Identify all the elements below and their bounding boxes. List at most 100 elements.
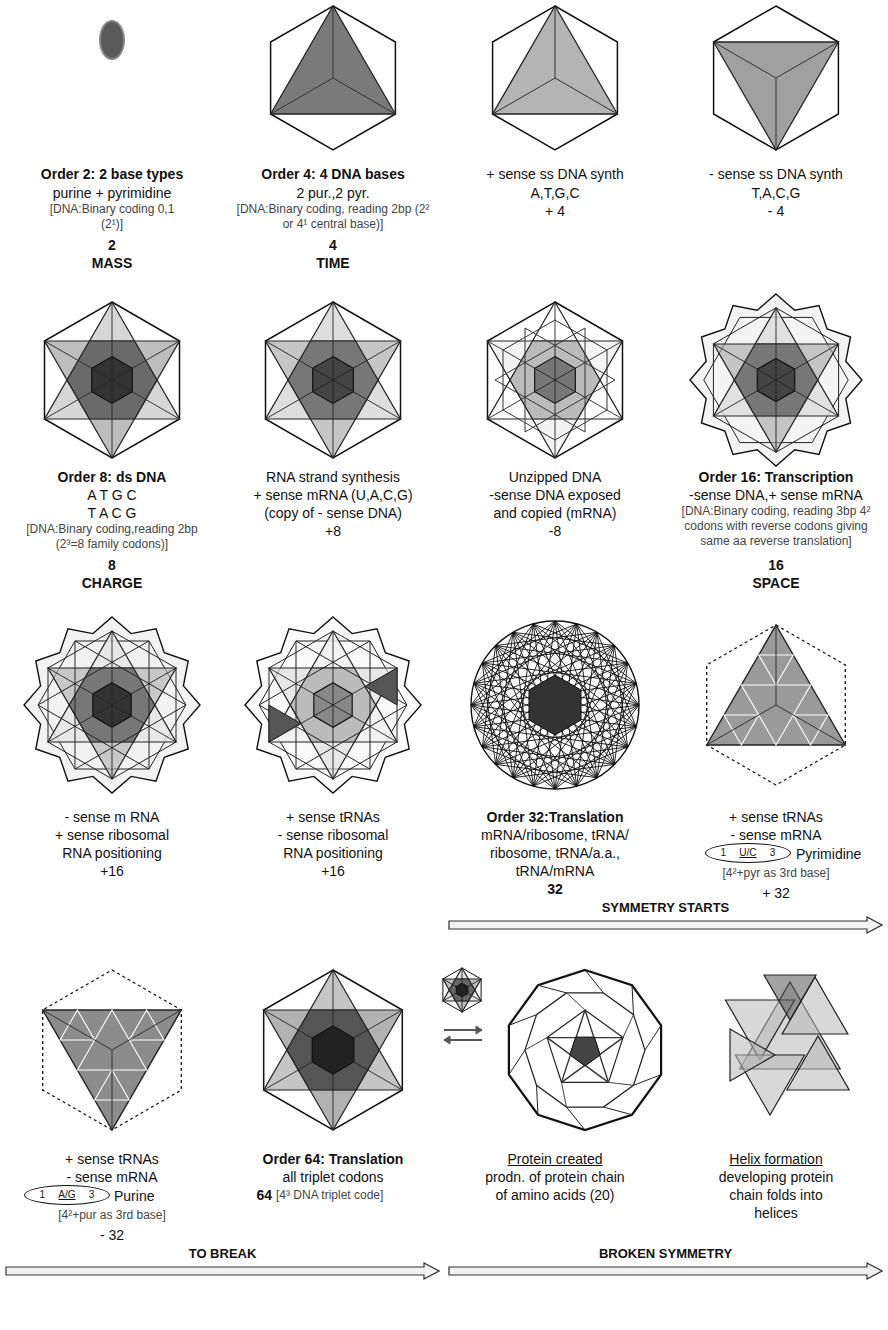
figure-line: [43, 1010, 112, 1050]
block-arrow-outline: [449, 1263, 882, 1279]
figure-face: [60, 1010, 95, 1040]
codon-text: U/C: [739, 847, 756, 859]
heading-text: CHARGE: [62, 574, 162, 592]
figure-face: [503, 320, 607, 440]
figure-face: [787, 1036, 849, 1090]
figure-line: [585, 970, 604, 993]
caption-text: ribosome, tRNA/a.a.,: [450, 844, 660, 862]
figure-face: [707, 625, 846, 785]
figure-line: [645, 1025, 661, 1050]
caption-text: + sense tRNAs: [671, 808, 881, 826]
figure-face: [271, 6, 396, 150]
caption-text: T A C G: [7, 504, 217, 522]
caption-text: Pyrimidine: [796, 845, 880, 863]
figure-line: [632, 985, 634, 1014]
figure-line: [555, 78, 617, 114]
note-text: [4³ DNA triplet code]: [276, 1188, 436, 1203]
note-text: [DNA:Binary coding 0,1 (2¹)]: [50, 202, 175, 232]
figure-line: [714, 344, 839, 416]
caption-text: purine + pyrimidine: [7, 184, 217, 202]
heading-text: 8: [92, 556, 132, 574]
figure-line: [496, 632, 597, 764]
figure-line: [443, 979, 481, 1001]
caption-text: chain folds into: [671, 1186, 881, 1204]
figure-line: [443, 979, 481, 1001]
codon-oval: 1U/C3: [705, 843, 791, 863]
figure-line: [714, 42, 776, 78]
caption-text: T,A,C,G: [671, 184, 881, 202]
figure-face: [476, 1026, 482, 1034]
figure-face: [724, 715, 759, 745]
caption-text: 2 pur.,2 pyr.: [228, 184, 438, 202]
figure-line: [509, 1015, 537, 1026]
heading-text: Order 2: 2 base types: [7, 165, 217, 183]
caption-text: -sense DNA,+ sense mRNA: [671, 486, 881, 504]
block-arrow-band: BROKEN SYMMETRY: [448, 1246, 883, 1282]
figure-line: [776, 78, 777, 150]
figure-face: [296, 641, 407, 769]
heading-text: 2: [92, 236, 132, 254]
figure-line: [45, 341, 180, 419]
caption-text: Purine: [114, 1187, 194, 1205]
figure-line: [538, 985, 567, 993]
note-text: [DNA:Binary coding,reading 2bp (2³=8 fam…: [12, 522, 212, 552]
caption-text: - sense mRNA: [671, 826, 881, 844]
caption-text: + sense tRNAs: [7, 1150, 217, 1168]
heading-text: Order 32:Translation: [450, 808, 660, 826]
figure-line: [264, 1010, 403, 1090]
codon-oval: 1A/G3: [24, 1185, 110, 1205]
figure-face: [269, 631, 397, 779]
figure-line: [333, 78, 395, 114]
caption-text: + sense ss DNA synth: [450, 165, 660, 183]
figure-face: [365, 668, 397, 705]
figure-face: [570, 1037, 600, 1066]
caption-text: Protein created: [450, 1150, 660, 1168]
caption-text: A,T,G,C: [450, 184, 660, 202]
figure-line: [269, 668, 397, 742]
figure-line: [269, 668, 397, 742]
caption-text: +8: [293, 522, 373, 540]
figure-face: [690, 294, 862, 466]
caption-text: - 4: [736, 202, 816, 220]
figure-line: [112, 1010, 181, 1050]
figure-face: [43, 1010, 182, 1130]
figure-line: [525, 1038, 547, 1050]
caption-text: +16: [72, 862, 152, 880]
caption-text: - 32: [72, 1226, 152, 1244]
figure-line: [48, 668, 176, 742]
figure-face: [793, 715, 828, 745]
figure-line: [623, 1015, 634, 1038]
figure-face: [714, 6, 839, 150]
figure-line: [547, 1038, 609, 1083]
band-label: BROKEN SYMMETRY: [448, 1246, 883, 1262]
figure-face: [714, 42, 839, 150]
caption-text: RNA positioning: [228, 844, 438, 862]
band-label: TO BREAK: [5, 1246, 440, 1262]
figure-face: [444, 1036, 450, 1044]
figure-line: [488, 341, 623, 419]
figure-face: [713, 308, 838, 452]
figure-face: [271, 6, 396, 114]
caption-text: - sense ribosomal: [228, 826, 438, 844]
figure-face: [269, 705, 301, 742]
figure-circle: [471, 621, 639, 789]
figure-face: [525, 993, 645, 1107]
figure-line: [634, 1075, 662, 1086]
figure-face: [45, 302, 180, 458]
heading-text: Order 16: Transcription: [671, 468, 881, 486]
note-text: [4²+pur as 3rd base]: [7, 1208, 217, 1223]
heading-text: TIME: [283, 254, 383, 272]
caption-text: prodn. of protein chain: [450, 1168, 660, 1186]
caption-text: - sense ss DNA synth: [671, 165, 881, 183]
caption-text: (copy of - sense DNA): [228, 504, 438, 522]
heading-text: MASS: [62, 254, 162, 272]
block-arrow-outline: [449, 917, 882, 933]
note-text: [DNA:Binary coding, reading 3bp 4² codon…: [671, 504, 881, 549]
figure-line: [48, 668, 176, 742]
caption-text: of amino acids (20): [450, 1186, 660, 1204]
codon-text: 3: [770, 847, 776, 859]
figure-face: [495, 328, 585, 432]
heading-text: 32: [525, 880, 585, 898]
figure-face: [525, 328, 615, 432]
